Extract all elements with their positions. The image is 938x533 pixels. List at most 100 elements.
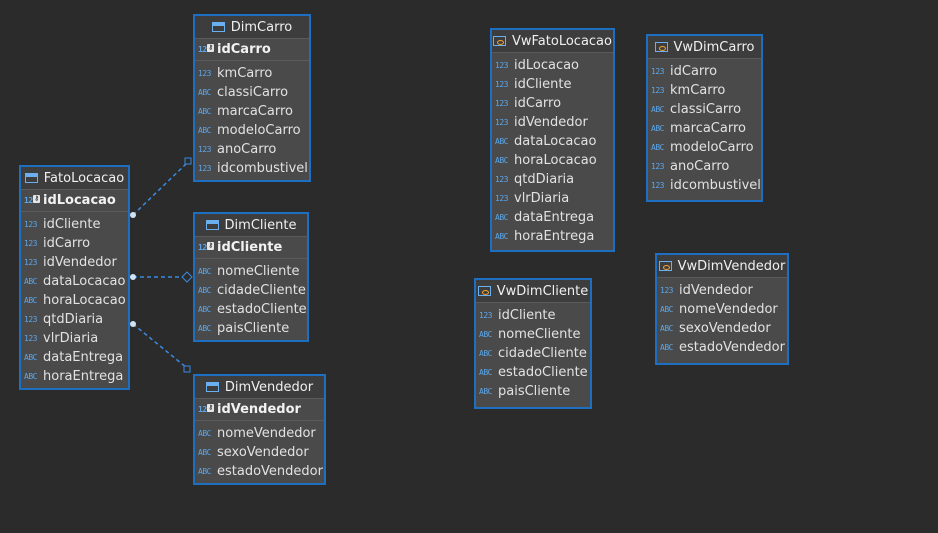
link-endpoint-dimvendedor xyxy=(183,365,191,373)
numeric-type-icon: 123 xyxy=(651,67,664,76)
entity-title: VwDimVendedor xyxy=(677,258,786,274)
entity-header[interactable]: VwFatoLocacao xyxy=(492,30,613,53)
column-name: dataEntrega xyxy=(514,210,595,225)
numeric-type-icon: 123 xyxy=(495,175,508,184)
entity-header[interactable]: DimCliente xyxy=(195,214,307,237)
column-name: kmCarro xyxy=(670,83,726,98)
column-name: idVendedor xyxy=(514,115,588,130)
numeric-type-icon: 123 xyxy=(660,286,673,295)
column-name: nomeCliente xyxy=(217,264,300,279)
column-name: idLocacao xyxy=(43,193,116,208)
entity-header[interactable]: VwDimCliente xyxy=(476,280,590,303)
numeric-type-icon: 123 xyxy=(24,258,37,267)
link-fato-dimcarro[interactable] xyxy=(132,161,189,216)
column-row[interactable]: 123 idVendedor xyxy=(21,253,128,272)
primary-key-row[interactable]: 123⚷ idVendedor xyxy=(195,399,324,421)
entity-header[interactable]: FatoLocacao xyxy=(21,167,128,190)
link-fato-dimvendedor[interactable] xyxy=(132,323,188,369)
view-icon xyxy=(477,285,492,297)
numeric-type-icon: 123⚷ xyxy=(198,242,214,252)
column-name: idCliente xyxy=(43,217,101,232)
link-endpoint-fato-vendedor xyxy=(130,321,136,327)
text-type-icon: ABC xyxy=(24,296,37,305)
entity-title: FatoLocacao xyxy=(43,170,125,186)
column-name: vlrDiaria xyxy=(514,191,570,206)
entity-header[interactable]: DimCarro xyxy=(195,16,309,39)
column-name: classiCarro xyxy=(217,85,289,100)
table-icon xyxy=(24,172,39,184)
column-name: idCliente xyxy=(514,77,572,92)
column-name: modeloCarro xyxy=(217,123,301,138)
entity-header[interactable]: VwDimCarro xyxy=(648,36,761,59)
primary-key-row[interactable]: 123⚷ idCarro xyxy=(195,39,309,61)
column-name: dataLocacao xyxy=(43,274,126,289)
column-name: nomeVendedor xyxy=(217,426,316,441)
entity-header[interactable]: DimVendedor xyxy=(195,376,324,399)
column-name: idVendedor xyxy=(43,255,117,270)
text-type-icon: ABC xyxy=(24,372,37,381)
text-type-icon: ABC xyxy=(495,232,508,241)
view-icon xyxy=(493,35,507,47)
entity-header[interactable]: VwDimVendedor xyxy=(657,255,787,278)
primary-key-row[interactable]: 123⚷ idLocacao xyxy=(21,190,128,212)
numeric-type-icon: 123 xyxy=(651,162,664,171)
primary-key-row[interactable]: 123⚷ idCliente xyxy=(195,237,307,259)
